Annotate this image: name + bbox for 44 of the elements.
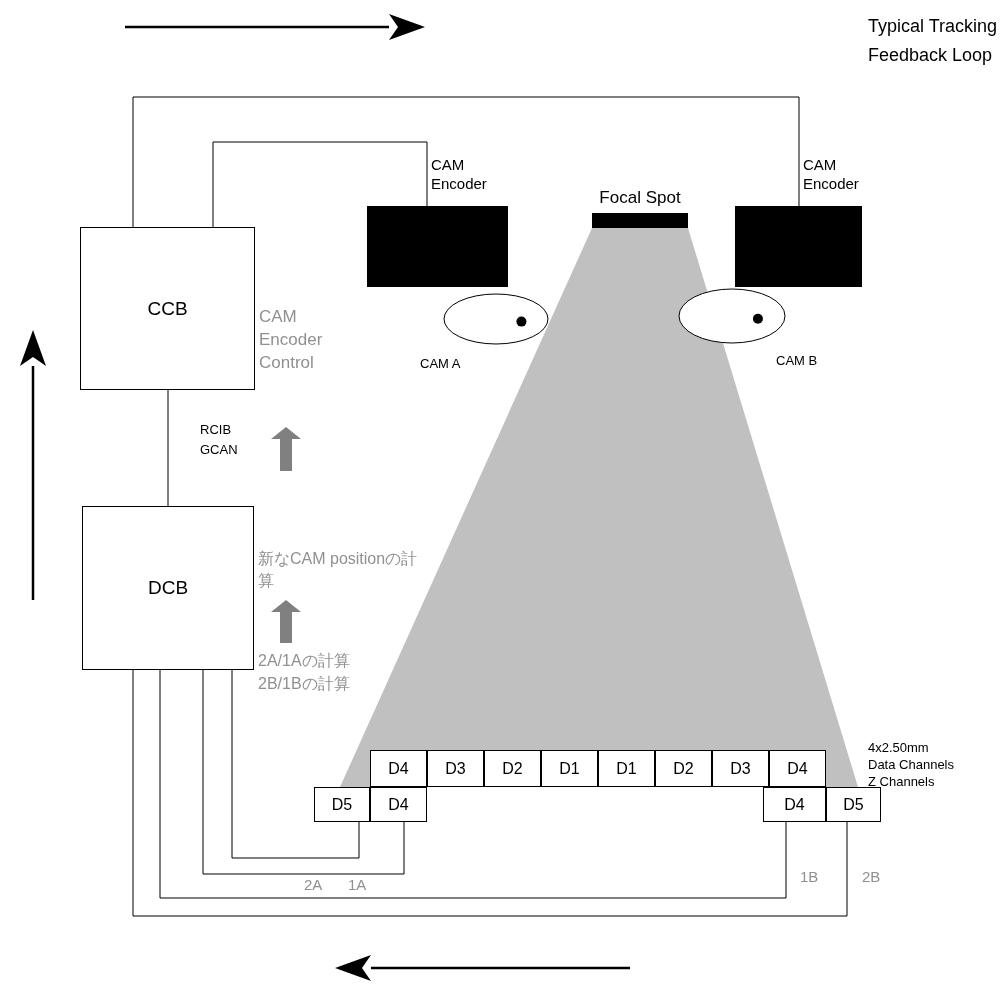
channel-label: 2B [862, 868, 882, 886]
detector-cell: D4 [763, 787, 826, 822]
title-note: Typical Tracking Feedback Loop [868, 15, 998, 67]
part-label: Focal Spot [598, 187, 682, 209]
part-label: CAM B [776, 353, 819, 370]
detector-cell: D5 [314, 787, 370, 822]
signal-label: RCIB GCAN [200, 421, 239, 459]
connector-line [132, 669, 848, 917]
control-board-box: DCB [82, 506, 254, 670]
channel-label: 1B [800, 868, 820, 886]
spec-note: Data Channels [868, 756, 955, 773]
part-label: CAM Encoder [431, 156, 488, 194]
channel-label: 2A [304, 876, 324, 894]
connector-line [212, 141, 428, 228]
note-text: 2A/1Aの計算 [258, 651, 351, 671]
detector-cell: D2 [484, 750, 541, 787]
detector-cell: D1 [598, 750, 655, 787]
detector-cell: D3 [712, 750, 769, 787]
connector-line [132, 96, 800, 228]
detector-cell: D5 [826, 787, 881, 822]
connector-line [202, 669, 405, 875]
detector-cell: D4 [769, 750, 826, 787]
part-label: CAM Encoder [803, 156, 860, 194]
encoder-block [367, 206, 508, 287]
note-text: 2B/1Bの計算 [258, 674, 351, 694]
detector-cell: D1 [541, 750, 598, 787]
control-board-box: CCB [80, 227, 255, 390]
detector-cell: D3 [427, 750, 484, 787]
detector-cell: D4 [370, 787, 427, 822]
note-text: 新なCAM positionの計算 [258, 549, 418, 591]
spec-note: 4x2.50mm [868, 739, 930, 756]
detector-cell: D2 [655, 750, 712, 787]
focal-spot-bar [592, 213, 688, 228]
channel-label: 1A [348, 876, 368, 894]
spec-note: Z Channels [868, 773, 936, 790]
connector-line [167, 389, 169, 507]
note-text: CAM Encoder Control [259, 306, 324, 374]
cam-drawing [443, 293, 549, 345]
encoder-block [735, 206, 862, 287]
connector-line [159, 669, 787, 899]
part-label: CAM A [420, 356, 462, 373]
connector-line [231, 669, 360, 859]
detector-cell: D4 [370, 750, 427, 787]
cam-drawing [678, 288, 786, 344]
